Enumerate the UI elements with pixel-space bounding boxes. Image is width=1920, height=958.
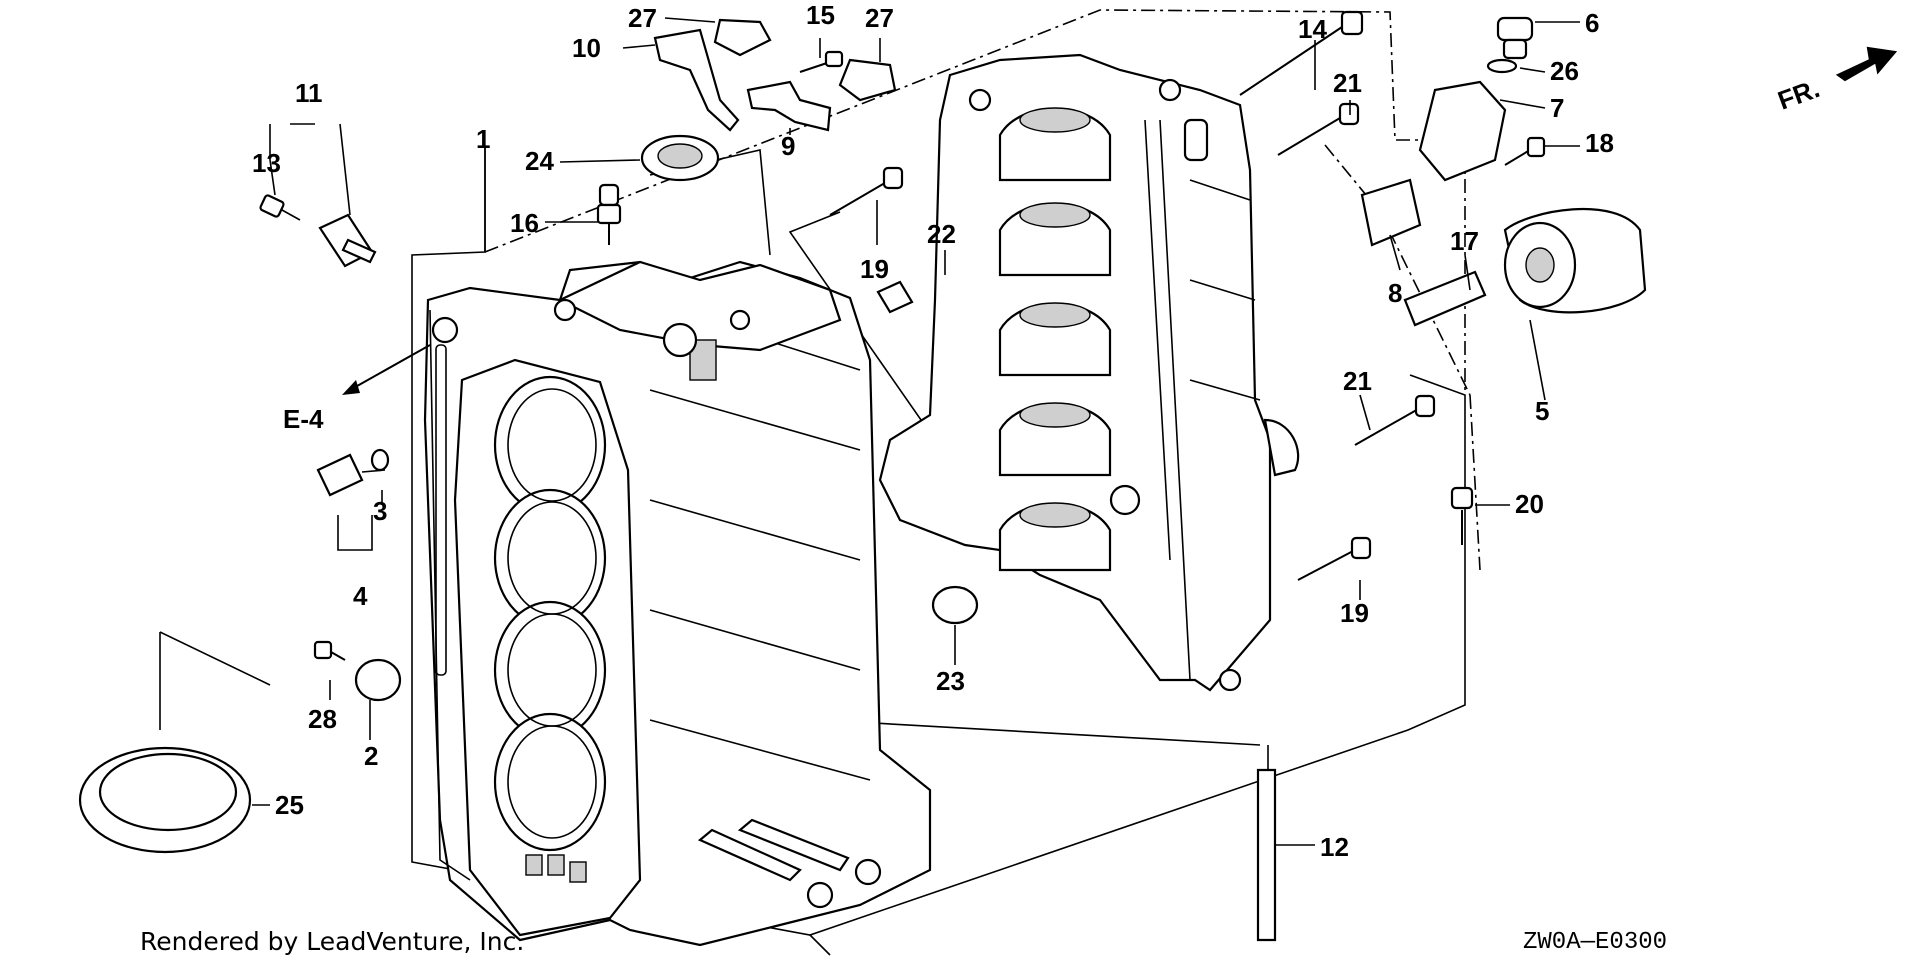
callout-4: 4 — [353, 581, 368, 611]
callout-6: 6 — [1585, 8, 1599, 38]
callout-27a: 27 — [628, 3, 657, 33]
callout-11: 11 — [295, 78, 323, 108]
callout-2: 2 — [364, 741, 378, 771]
callout-18: 18 — [1585, 128, 1614, 158]
callout-16: 16 — [510, 208, 539, 238]
reference-label: E-4 — [283, 404, 324, 434]
callout-20: 20 — [1515, 489, 1544, 519]
callout-27b: 27 — [865, 3, 894, 33]
crankcase-half — [878, 53, 1300, 692]
callout-5: 5 — [1535, 396, 1549, 426]
callout-23: 23 — [936, 666, 965, 696]
leader-lines — [252, 17, 1580, 846]
callout-labels: 1 2 3 4 5 6 7 8 9 10 11 12 13 14 15 16 1… — [252, 0, 1614, 862]
front-direction-indicator: FR. — [1774, 46, 1898, 116]
callout-13: 13 — [252, 148, 281, 178]
callout-3: 3 — [373, 496, 387, 526]
callout-8: 8 — [1388, 278, 1402, 308]
small-parts — [78, 10, 1647, 942]
footer-credit: Rendered by LeadVenture, Inc. — [140, 927, 524, 956]
front-direction-label: FR. — [1774, 73, 1824, 116]
callout-26: 26 — [1550, 56, 1579, 86]
callout-14: 14 — [1298, 14, 1327, 44]
callout-9: 9 — [781, 131, 795, 161]
callout-25: 25 — [275, 790, 304, 820]
drawing-code: ZW0A—E0300 — [1523, 929, 1667, 956]
callout-21a: 21 — [1333, 68, 1362, 98]
callout-28: 28 — [308, 704, 337, 734]
callout-22: 22 — [927, 219, 956, 249]
callout-7: 7 — [1550, 93, 1564, 123]
callout-12: 12 — [1320, 832, 1349, 862]
callout-15: 15 — [806, 0, 835, 30]
cylinder-block — [423, 260, 932, 947]
callout-19b: 19 — [1340, 598, 1369, 628]
callout-1: 1 — [476, 124, 490, 154]
callout-10: 10 — [572, 33, 601, 63]
callout-24: 24 — [525, 146, 554, 176]
callout-19a: 19 — [860, 254, 889, 284]
callout-17: 17 — [1450, 226, 1479, 256]
callout-21b: 21 — [1343, 366, 1372, 396]
